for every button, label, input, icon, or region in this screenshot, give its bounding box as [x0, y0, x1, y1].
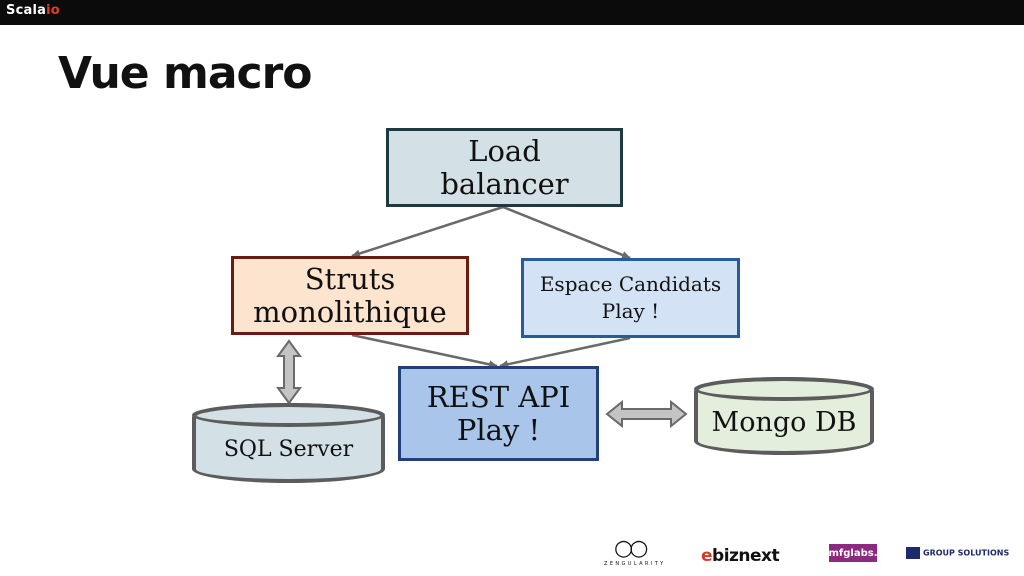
top-bar: Scalaio: [0, 0, 1024, 25]
axa-text: GROUP SOLUTIONS: [923, 548, 1010, 558]
mfglabs-text: mfglabs.: [828, 547, 878, 559]
ebiznext-accent: e: [701, 546, 713, 566]
ebiznext-text: biznext: [712, 546, 780, 566]
rest-api-line2: Play !: [456, 412, 541, 447]
slide-title: Vue macro: [58, 48, 313, 99]
arrow-lb-to-espace: [502, 205, 631, 260]
axa-mark-icon: [906, 547, 920, 559]
axa-group-solutions-logo: GROUP SOLUTIONS: [906, 547, 1009, 559]
load-balancer-line1: Load: [468, 134, 541, 169]
espace-candidats-box: Espace Candidats Play !: [521, 258, 740, 338]
load-balancer-line2: balancer: [440, 166, 569, 201]
zengularity-logo: ○○ ZENGULARITY: [604, 536, 668, 571]
brand-accent: io: [46, 3, 60, 18]
struts-box: Struts monolithique: [231, 256, 469, 335]
brand-main: Scala: [6, 3, 47, 18]
arrow-espace-to-rest: [499, 336, 631, 369]
sql-server-database: SQL Server: [192, 403, 385, 483]
infinity-icon: ○○: [614, 536, 648, 561]
arrow-struts-to-rest: [351, 333, 498, 369]
ebiznext-logo: ebiznext: [701, 546, 780, 566]
mfglabs-logo: mfglabs.: [828, 544, 878, 562]
double-arrow-rest-mongo: [605, 399, 688, 429]
load-balancer-box: Load balancer: [386, 128, 623, 207]
double-arrow-struts-sql: [276, 339, 302, 405]
rest-api-line1: REST API: [426, 380, 571, 415]
sql-server-label: SQL Server: [223, 436, 354, 462]
struts-line2: monolithique: [253, 294, 447, 329]
espace-line1: Espace Candidats: [539, 272, 722, 296]
brand-logo: Scalaio: [6, 3, 60, 18]
zengularity-text: ZENGULARITY: [604, 561, 666, 567]
espace-line2: Play !: [601, 299, 660, 323]
struts-line1: Struts: [304, 262, 396, 297]
mongo-db-database: Mongo DB: [694, 377, 874, 455]
rest-api-box: REST API Play !: [398, 366, 599, 461]
mongo-db-label: Mongo DB: [711, 406, 857, 438]
arrow-lb-to-struts: [351, 205, 504, 258]
